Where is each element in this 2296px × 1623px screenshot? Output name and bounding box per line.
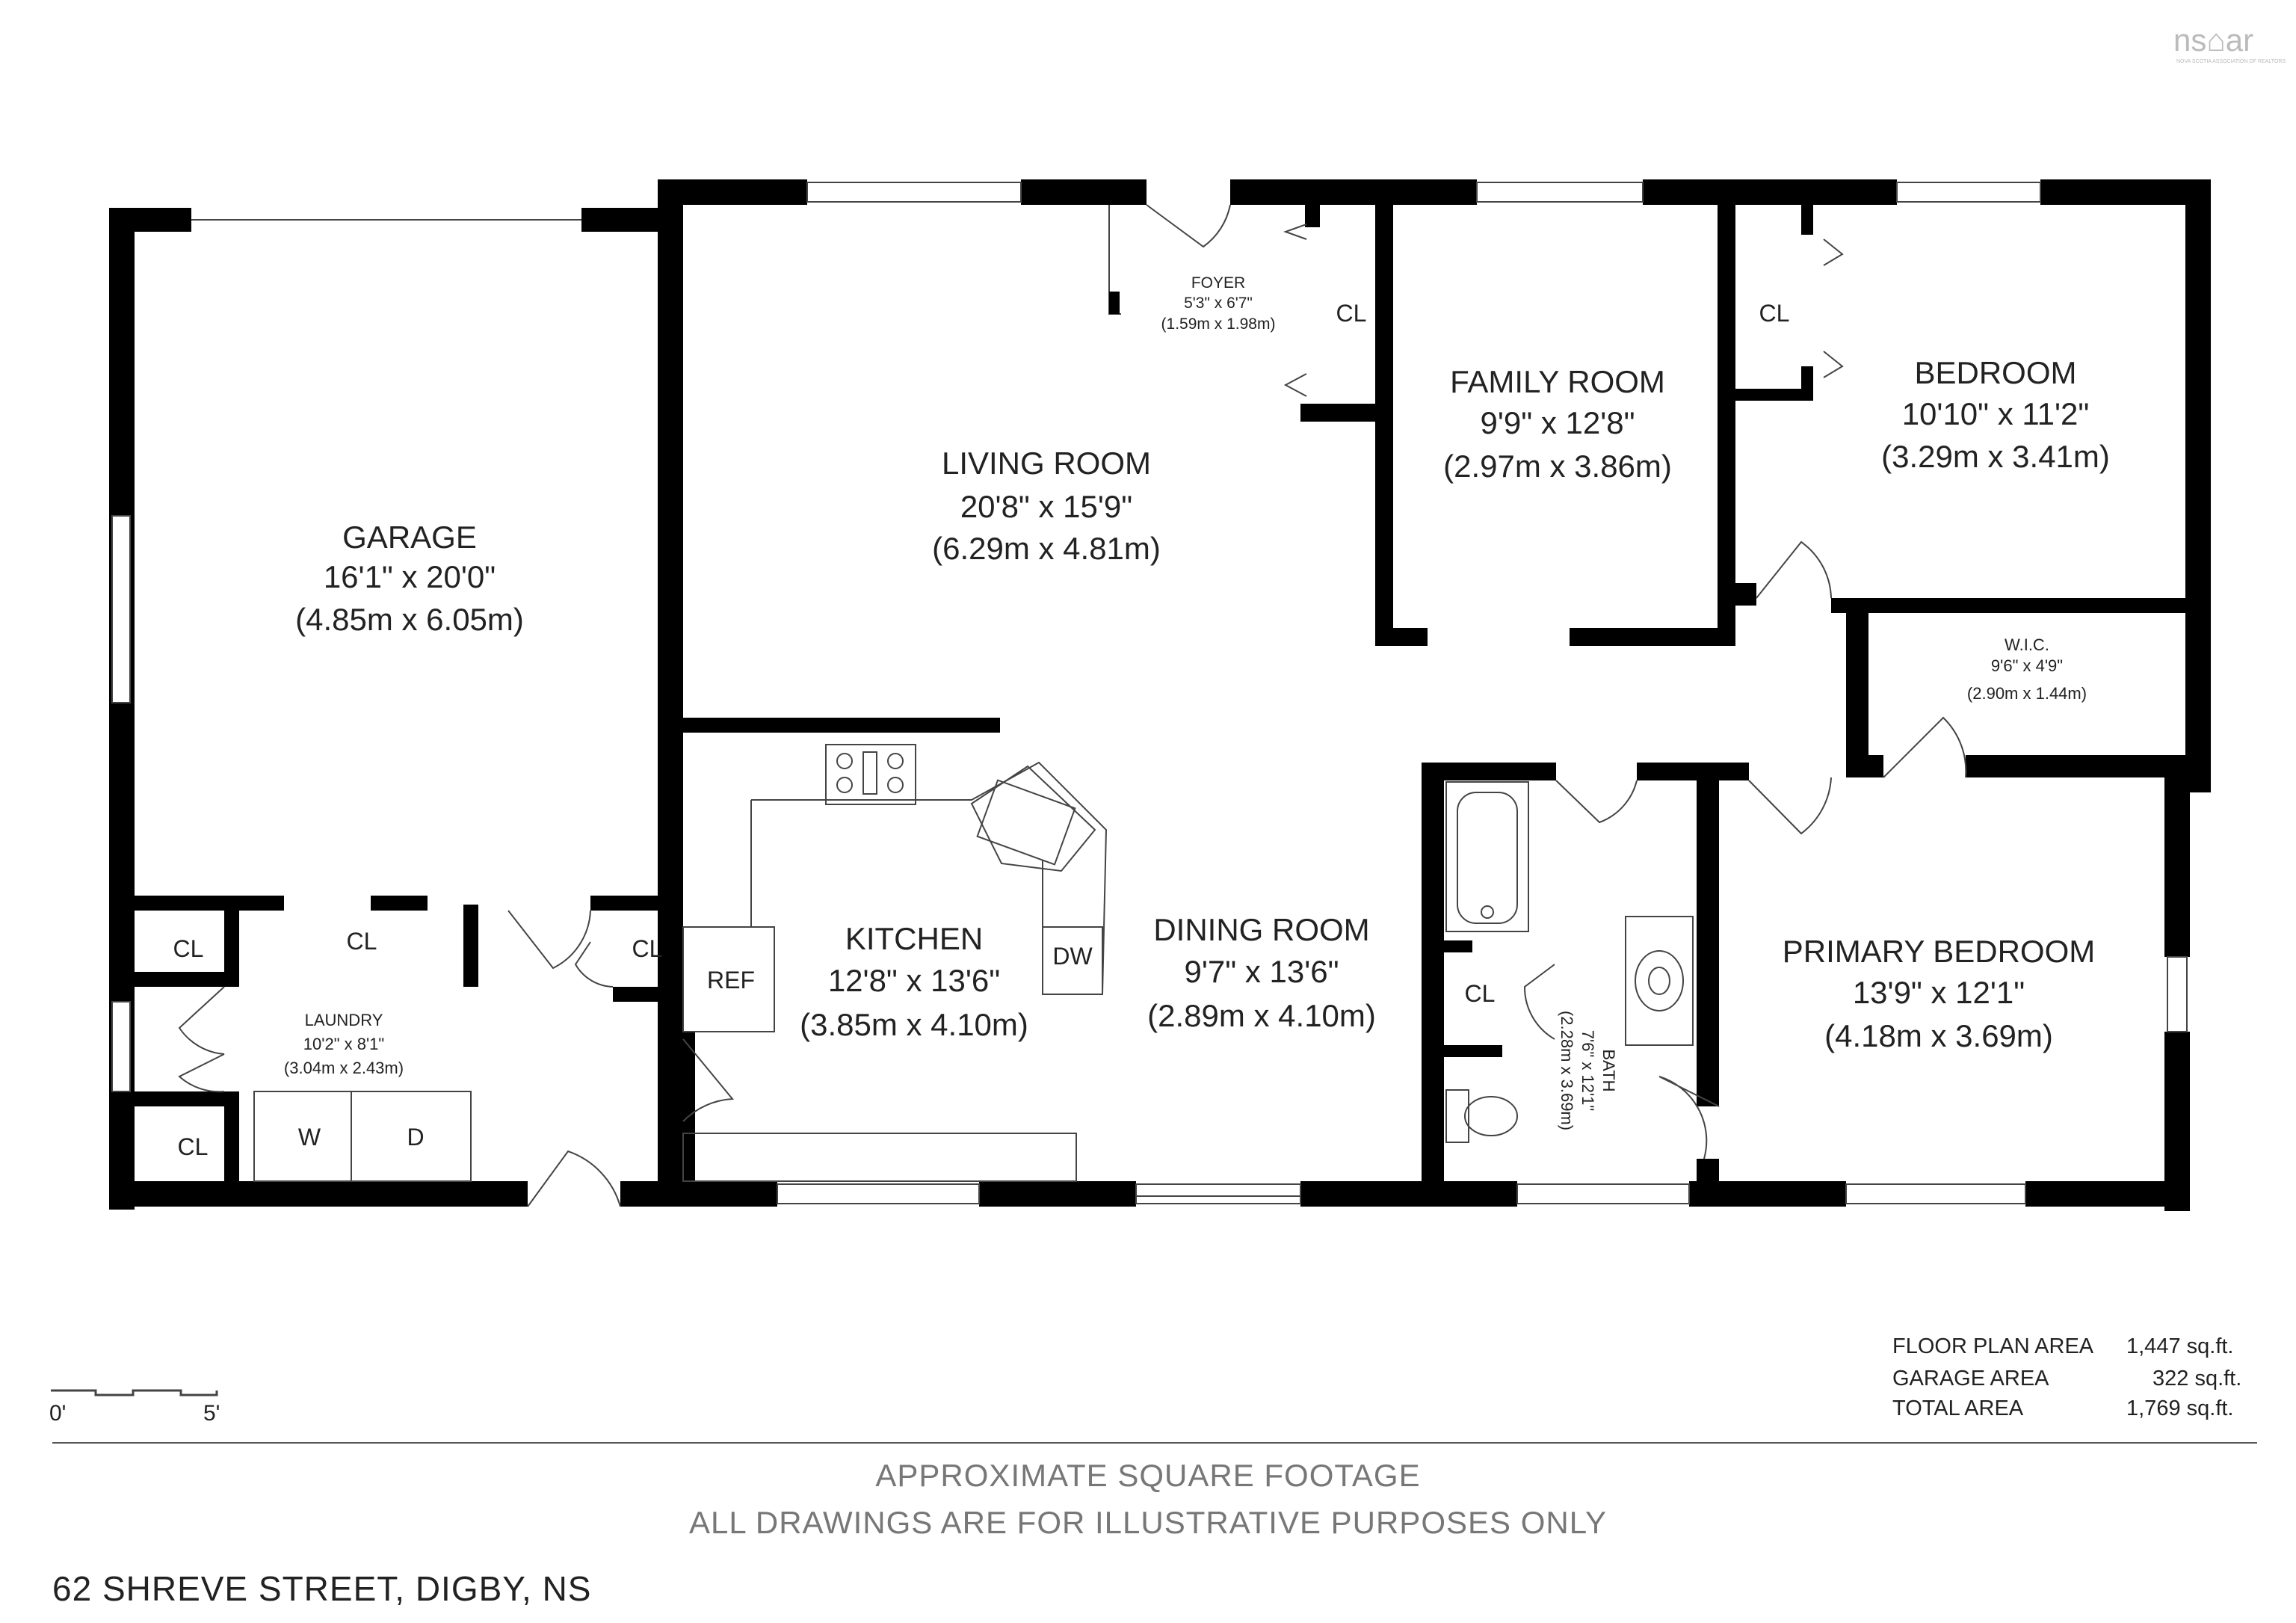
laundry-dims: 10'2" x 8'1" (303, 1035, 384, 1053)
living-metric: (6.29m x 4.81m) (932, 531, 1161, 566)
dining-dims: 9'7" x 13'6" (1185, 954, 1339, 989)
refrigerator-label: REF (707, 967, 755, 994)
bedroom-dims: 10'10" x 11'2" (1902, 396, 2090, 431)
kitchen-dims: 12'8" x 13'6" (828, 963, 1000, 998)
property-address: 62 SHREVE STREET, DIGBY, NS (52, 1569, 592, 1608)
family-dims: 9'9" x 12'8" (1481, 405, 1635, 440)
area-label-floor: FLOOR PLAN AREA (1892, 1334, 2094, 1358)
garage-metric: (4.85m x 6.05m) (295, 602, 524, 637)
foyer-dims: 5'3" x 6'7" (1184, 295, 1253, 312)
dining-metric: (2.89m x 4.10m) (1147, 998, 1376, 1033)
bedroom-name: BEDROOM (1914, 355, 2076, 390)
area-value-garage: 322 sq.ft. (2152, 1367, 2242, 1391)
laundry-name: LAUNDRY (305, 1011, 383, 1029)
doors (178, 204, 1967, 1207)
area-value-floor: 1,447 sq.ft. (2126, 1334, 2234, 1358)
fixture-labels: CL CL CL CL CL CL CL REF DW W D (173, 300, 1790, 1160)
kitchen-metric: (3.85m x 4.10m) (800, 1007, 1028, 1042)
room-labels: GARAGE 16'1" x 20'0" (4.85m x 6.05m) LIV… (284, 274, 2110, 1130)
bath-dims: 7'6" x 12'1" (1578, 1030, 1597, 1111)
foyer-metric: (1.59m x 1.98m) (1161, 315, 1276, 333)
garage-name: GARAGE (342, 520, 477, 555)
logo-tagline: NOVA SCOTIA ASSOCIATION OF REALTORS (2176, 59, 2286, 64)
bedroom-metric: (3.29m x 3.41m) (1881, 439, 2110, 474)
dining-name: DINING ROOM (1153, 912, 1369, 947)
bath-metric: (2.28m x 3.69m) (1558, 1011, 1576, 1130)
laundry-metric: (3.04m x 2.43m) (284, 1059, 404, 1077)
bath-label: BATH 7'6" x 12'1" (2.28m x 3.69m) (1558, 1011, 1618, 1130)
wic-dims: 9'6" x 4'9" (1991, 656, 2063, 675)
dryer-label: D (407, 1124, 424, 1151)
primary-metric: (4.18m x 3.69m) (1824, 1018, 2053, 1053)
nsar-logo: ns⌂ar NOVA SCOTIA ASSOCIATION OF REALTOR… (2173, 22, 2293, 67)
closet-label-hall: CL (632, 935, 663, 962)
closet-label-foyer: CL (1336, 300, 1367, 327)
living-name: LIVING ROOM (942, 446, 1151, 481)
scale-bar: 0' 5' (49, 1389, 220, 1426)
footer-line-2: ALL DRAWINGS ARE FOR ILLUSTRATIVE PURPOS… (689, 1505, 1607, 1540)
wic-metric: (2.90m x 1.44m) (1967, 684, 2087, 703)
primary-dims: 13'9" x 12'1" (1853, 975, 2025, 1010)
closet-label-laundry-2: CL (347, 928, 377, 955)
garage-dims: 16'1" x 20'0" (324, 559, 496, 594)
windows (111, 182, 2188, 1204)
family-metric: (2.97m x 3.86m) (1443, 449, 1672, 484)
area-label-total: TOTAL AREA (1892, 1396, 2024, 1420)
kitchen-name: KITCHEN (845, 921, 983, 956)
closet-label-bath: CL (1465, 980, 1496, 1007)
closet-label-bedroom: CL (1759, 300, 1790, 327)
closet-label-laundry-3: CL (178, 1133, 209, 1160)
scale-start: 0' (49, 1401, 66, 1426)
bath-name: BATH (1599, 1049, 1618, 1091)
fixtures (253, 744, 1694, 1197)
washer-label: W (298, 1124, 321, 1151)
scale-end: 5' (203, 1401, 220, 1426)
area-label-garage: GARAGE AREA (1892, 1367, 2049, 1391)
family-name: FAMILY ROOM (1450, 364, 1665, 399)
wic-name: W.I.C. (2005, 635, 2049, 654)
area-value-total: 1,769 sq.ft. (2126, 1396, 2234, 1420)
dishwasher-label: DW (1052, 943, 1093, 970)
logo-text: ns⌂ar (2173, 22, 2253, 58)
primary-name: PRIMARY BEDROOM (1783, 934, 2096, 969)
footer-line-1: APPROXIMATE SQUARE FOOTAGE (875, 1458, 1421, 1493)
walls (109, 179, 2211, 1211)
closet-label-laundry-1: CL (173, 935, 204, 962)
living-dims: 20'8" x 15'9" (960, 489, 1132, 524)
foyer-name: FOYER (1191, 274, 1245, 292)
